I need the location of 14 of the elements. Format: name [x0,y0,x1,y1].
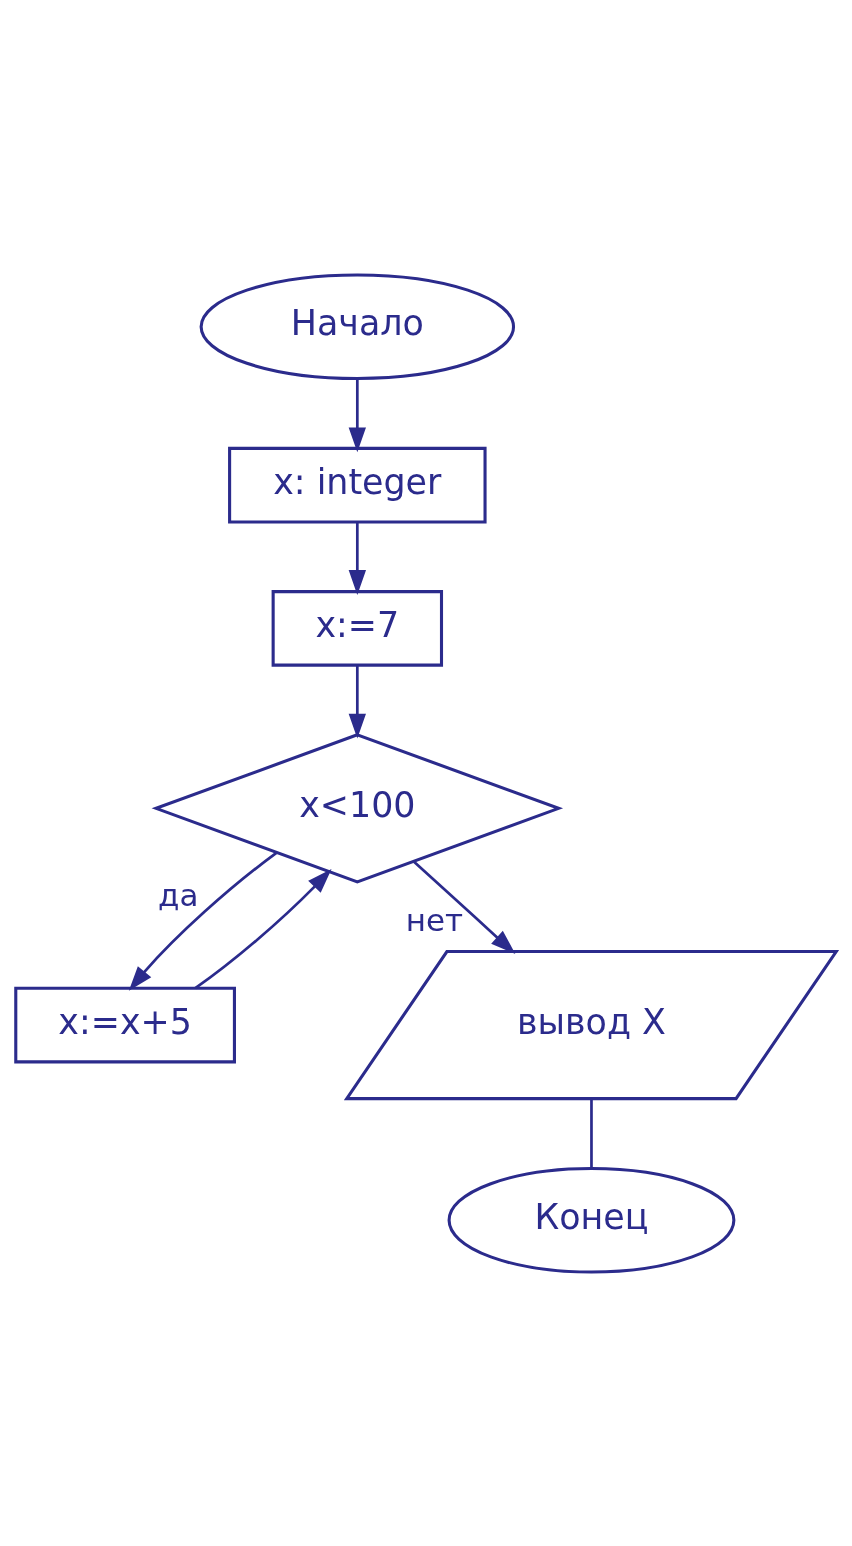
connector [590,1098,593,1168]
node-box: x:=7 [271,589,444,667]
node-ellipse: Конец [447,1166,736,1274]
arrow [413,860,516,954]
node-box: x:=x+5 [14,986,236,1063]
arrow [128,851,278,991]
arrow [348,378,366,452]
arrow [348,521,366,595]
arrow [194,868,332,989]
edge-label: нет [405,901,463,938]
arrow [348,665,366,739]
node-ellipse: Начало [199,272,516,380]
node-box: x: integer [228,446,487,523]
node-diamond: x<100 [151,732,564,884]
